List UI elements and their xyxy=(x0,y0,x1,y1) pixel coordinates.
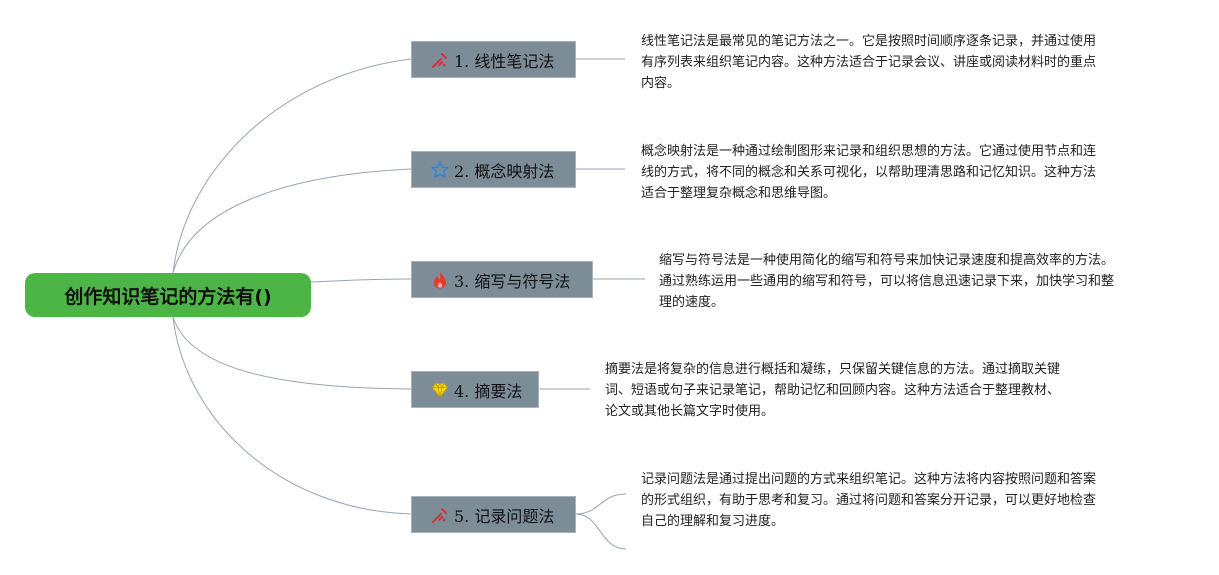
connector-branch-5-note-top xyxy=(575,493,627,515)
note-line: 词、短语或句子来记录笔记，帮助记忆和回顾内容。这种方法适合于整理教材、 xyxy=(605,383,1061,398)
pen-tool-icon xyxy=(430,505,450,525)
diamond-icon xyxy=(430,380,450,400)
branch-node-concept-mapping[interactable]: 2. 概念映射法 xyxy=(411,151,576,188)
connector-root-branch-5 xyxy=(172,316,412,515)
note-line: 线的方式，将不同的概念和关系可视化，以帮助理清思路和记忆知识。这种方法 xyxy=(641,165,1097,180)
note-line: 线性笔记法是最常见的笔记方法之一。它是按照时间顺序逐条记录，并通过使用 xyxy=(641,34,1097,49)
branch-node-question-notes[interactable]: 5. 记录问题法 xyxy=(411,496,576,533)
branch-node-summary[interactable]: 4. 摘要法 xyxy=(411,371,539,408)
note-line: 概念映射法是一种通过绘制图形来记录和组织思想的方法。它通过使用节点和连 xyxy=(641,144,1097,159)
connector-root-branch-3 xyxy=(310,278,412,283)
connector-root-branch-2 xyxy=(172,168,412,274)
connector-root-branch-4 xyxy=(172,316,412,390)
note-line: 理的速度。 xyxy=(659,295,725,310)
note-line: 有序列表来组织笔记内容。这种方法适合于记录会议、讲座或阅读材料时的重点 xyxy=(641,55,1097,70)
note-line: 摘要法是将复杂的信息进行概括和凝练，只保留关键信息的方法。通过摘取关键 xyxy=(605,362,1061,377)
note-abbreviation-symbols: 缩写与符号法是一种使用简化的缩写和符号来加快记录速度和提高效率的方法。 通过熟练… xyxy=(659,250,1114,313)
branch-node-linear-notes[interactable]: 1. 线性笔记法 xyxy=(411,41,576,78)
note-line: 缩写与符号法是一种使用简化的缩写和符号来加快记录速度和提高效率的方法。 xyxy=(659,253,1115,268)
note-line: 通过熟练运用一些通用的缩写和符号，可以将信息迅速记录下来，加快学习和整 xyxy=(659,274,1115,289)
note-summary: 摘要法是将复杂的信息进行概括和凝练，只保留关键信息的方法。通过摘取关键 词、短语… xyxy=(605,359,1060,422)
fire-icon xyxy=(430,270,450,290)
note-line: 的形式组织，有助于思考和复习。通过将问题和答案分开记录，可以更好地检查 xyxy=(641,493,1097,508)
note-concept-mapping: 概念映射法是一种通过绘制图形来记录和组织思想的方法。它通过使用节点和连 线的方式… xyxy=(641,141,1096,204)
note-line: 记录问题法是通过提出问题的方式来组织笔记。这种方法将内容按照问题和答案 xyxy=(641,472,1097,487)
connector-root-branch-1 xyxy=(172,58,412,274)
star-icon xyxy=(430,160,450,180)
note-line: 论文或其他长篇文字时使用。 xyxy=(605,404,775,419)
branch-label: 4. 摘要法 xyxy=(454,381,523,401)
branch-label: 3. 缩写与符号法 xyxy=(454,271,571,291)
branch-label: 5. 记录问题法 xyxy=(454,506,555,526)
note-question-notes: 记录问题法是通过提出问题的方式来组织笔记。这种方法将内容按照问题和答案 的形式组… xyxy=(641,469,1096,532)
branch-label: 2. 概念映射法 xyxy=(454,161,555,181)
branch-label: 1. 线性笔记法 xyxy=(454,51,555,71)
root-topic-node[interactable]: 创作知识笔记的方法有() xyxy=(25,273,311,317)
connector-branch-5-note-bottom xyxy=(575,513,627,550)
note-line: 自己的理解和复习进度。 xyxy=(641,514,785,529)
note-linear-notes: 线性笔记法是最常见的笔记方法之一。它是按照时间顺序逐条记录，并通过使用 有序列表… xyxy=(641,31,1096,94)
branch-node-abbreviation-symbols[interactable]: 3. 缩写与符号法 xyxy=(411,261,593,298)
note-line: 适合于整理复杂概念和思维导图。 xyxy=(641,186,837,201)
root-topic-label: 创作知识笔记的方法有() xyxy=(64,285,272,308)
note-line: 内容。 xyxy=(641,76,681,91)
pen-tool-icon xyxy=(430,50,450,70)
